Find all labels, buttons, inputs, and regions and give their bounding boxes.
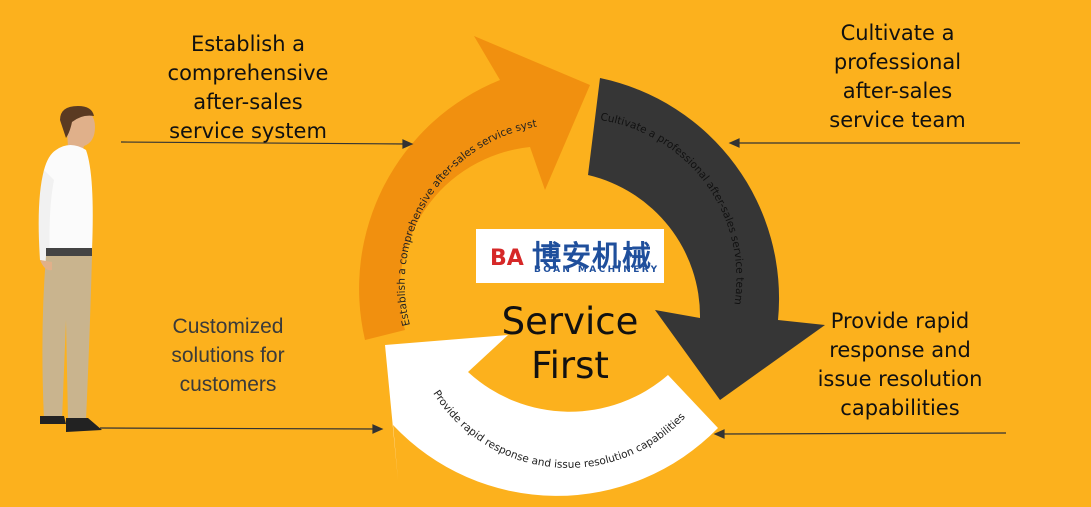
connector-lines bbox=[99, 138, 1020, 439]
orange-arrow bbox=[359, 36, 590, 340]
person-figure-icon bbox=[38, 106, 102, 432]
white-arrow bbox=[385, 335, 718, 496]
logo-name-en: BOAN MACHINERY bbox=[534, 265, 660, 275]
logo-name-cn: 博安机械 bbox=[532, 239, 653, 273]
dark-arrow bbox=[588, 78, 825, 400]
company-logo: BA 博安机械 BOAN MACHINERY bbox=[476, 229, 664, 283]
logo-mark: BA bbox=[490, 246, 524, 271]
logo-mark-text: BA bbox=[490, 246, 524, 271]
